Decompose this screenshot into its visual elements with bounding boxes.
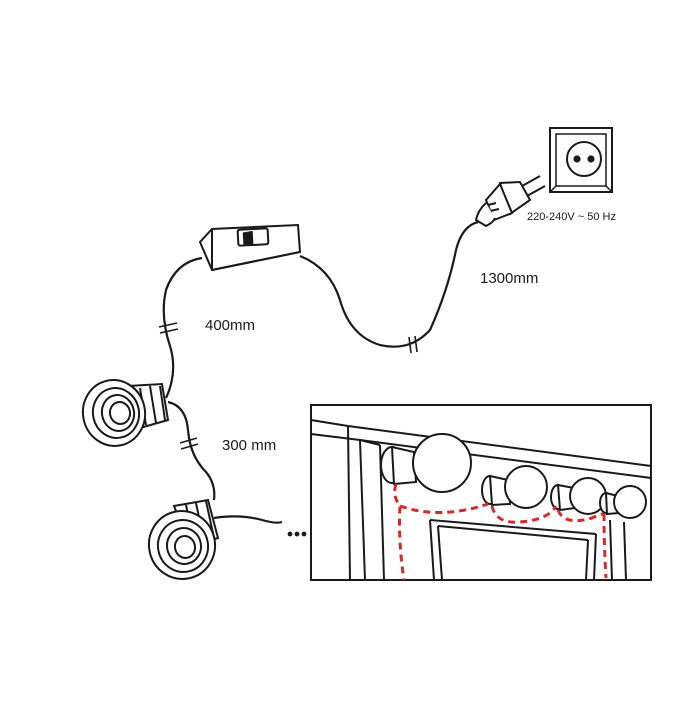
voltage-label: 220-240V ~ 50 Hz bbox=[527, 211, 616, 223]
cable-length-label-sockets: 300 mm bbox=[222, 437, 277, 454]
inline-switch-icon bbox=[198, 223, 302, 272]
lamp-socket-icon bbox=[81, 379, 170, 447]
cable-length-label-plug: 1300mm bbox=[480, 270, 539, 287]
cable-break-mark bbox=[408, 335, 418, 354]
cable-break-mark bbox=[158, 322, 179, 334]
cable-continuation bbox=[213, 515, 283, 524]
bulb-icon bbox=[380, 433, 472, 493]
bulb-icon bbox=[550, 477, 607, 515]
cable-length-label-switch: 400mm bbox=[205, 317, 256, 334]
continuation-dots-icon bbox=[287, 531, 307, 537]
wall-outlet-icon bbox=[549, 127, 613, 193]
cable-break-mark bbox=[179, 437, 199, 450]
installation-inset bbox=[310, 404, 652, 581]
power-cable bbox=[299, 220, 479, 348]
bulb-icon bbox=[481, 465, 548, 509]
lamp-socket-icon bbox=[147, 498, 220, 580]
mirror-frame-icon bbox=[310, 419, 652, 581]
hidden-wiring bbox=[393, 483, 608, 581]
cable-socket-to-socket bbox=[167, 400, 216, 501]
cable-switch-to-socket bbox=[162, 256, 203, 399]
euro-plug-icon bbox=[474, 175, 546, 228]
bulb-icon bbox=[599, 485, 647, 519]
